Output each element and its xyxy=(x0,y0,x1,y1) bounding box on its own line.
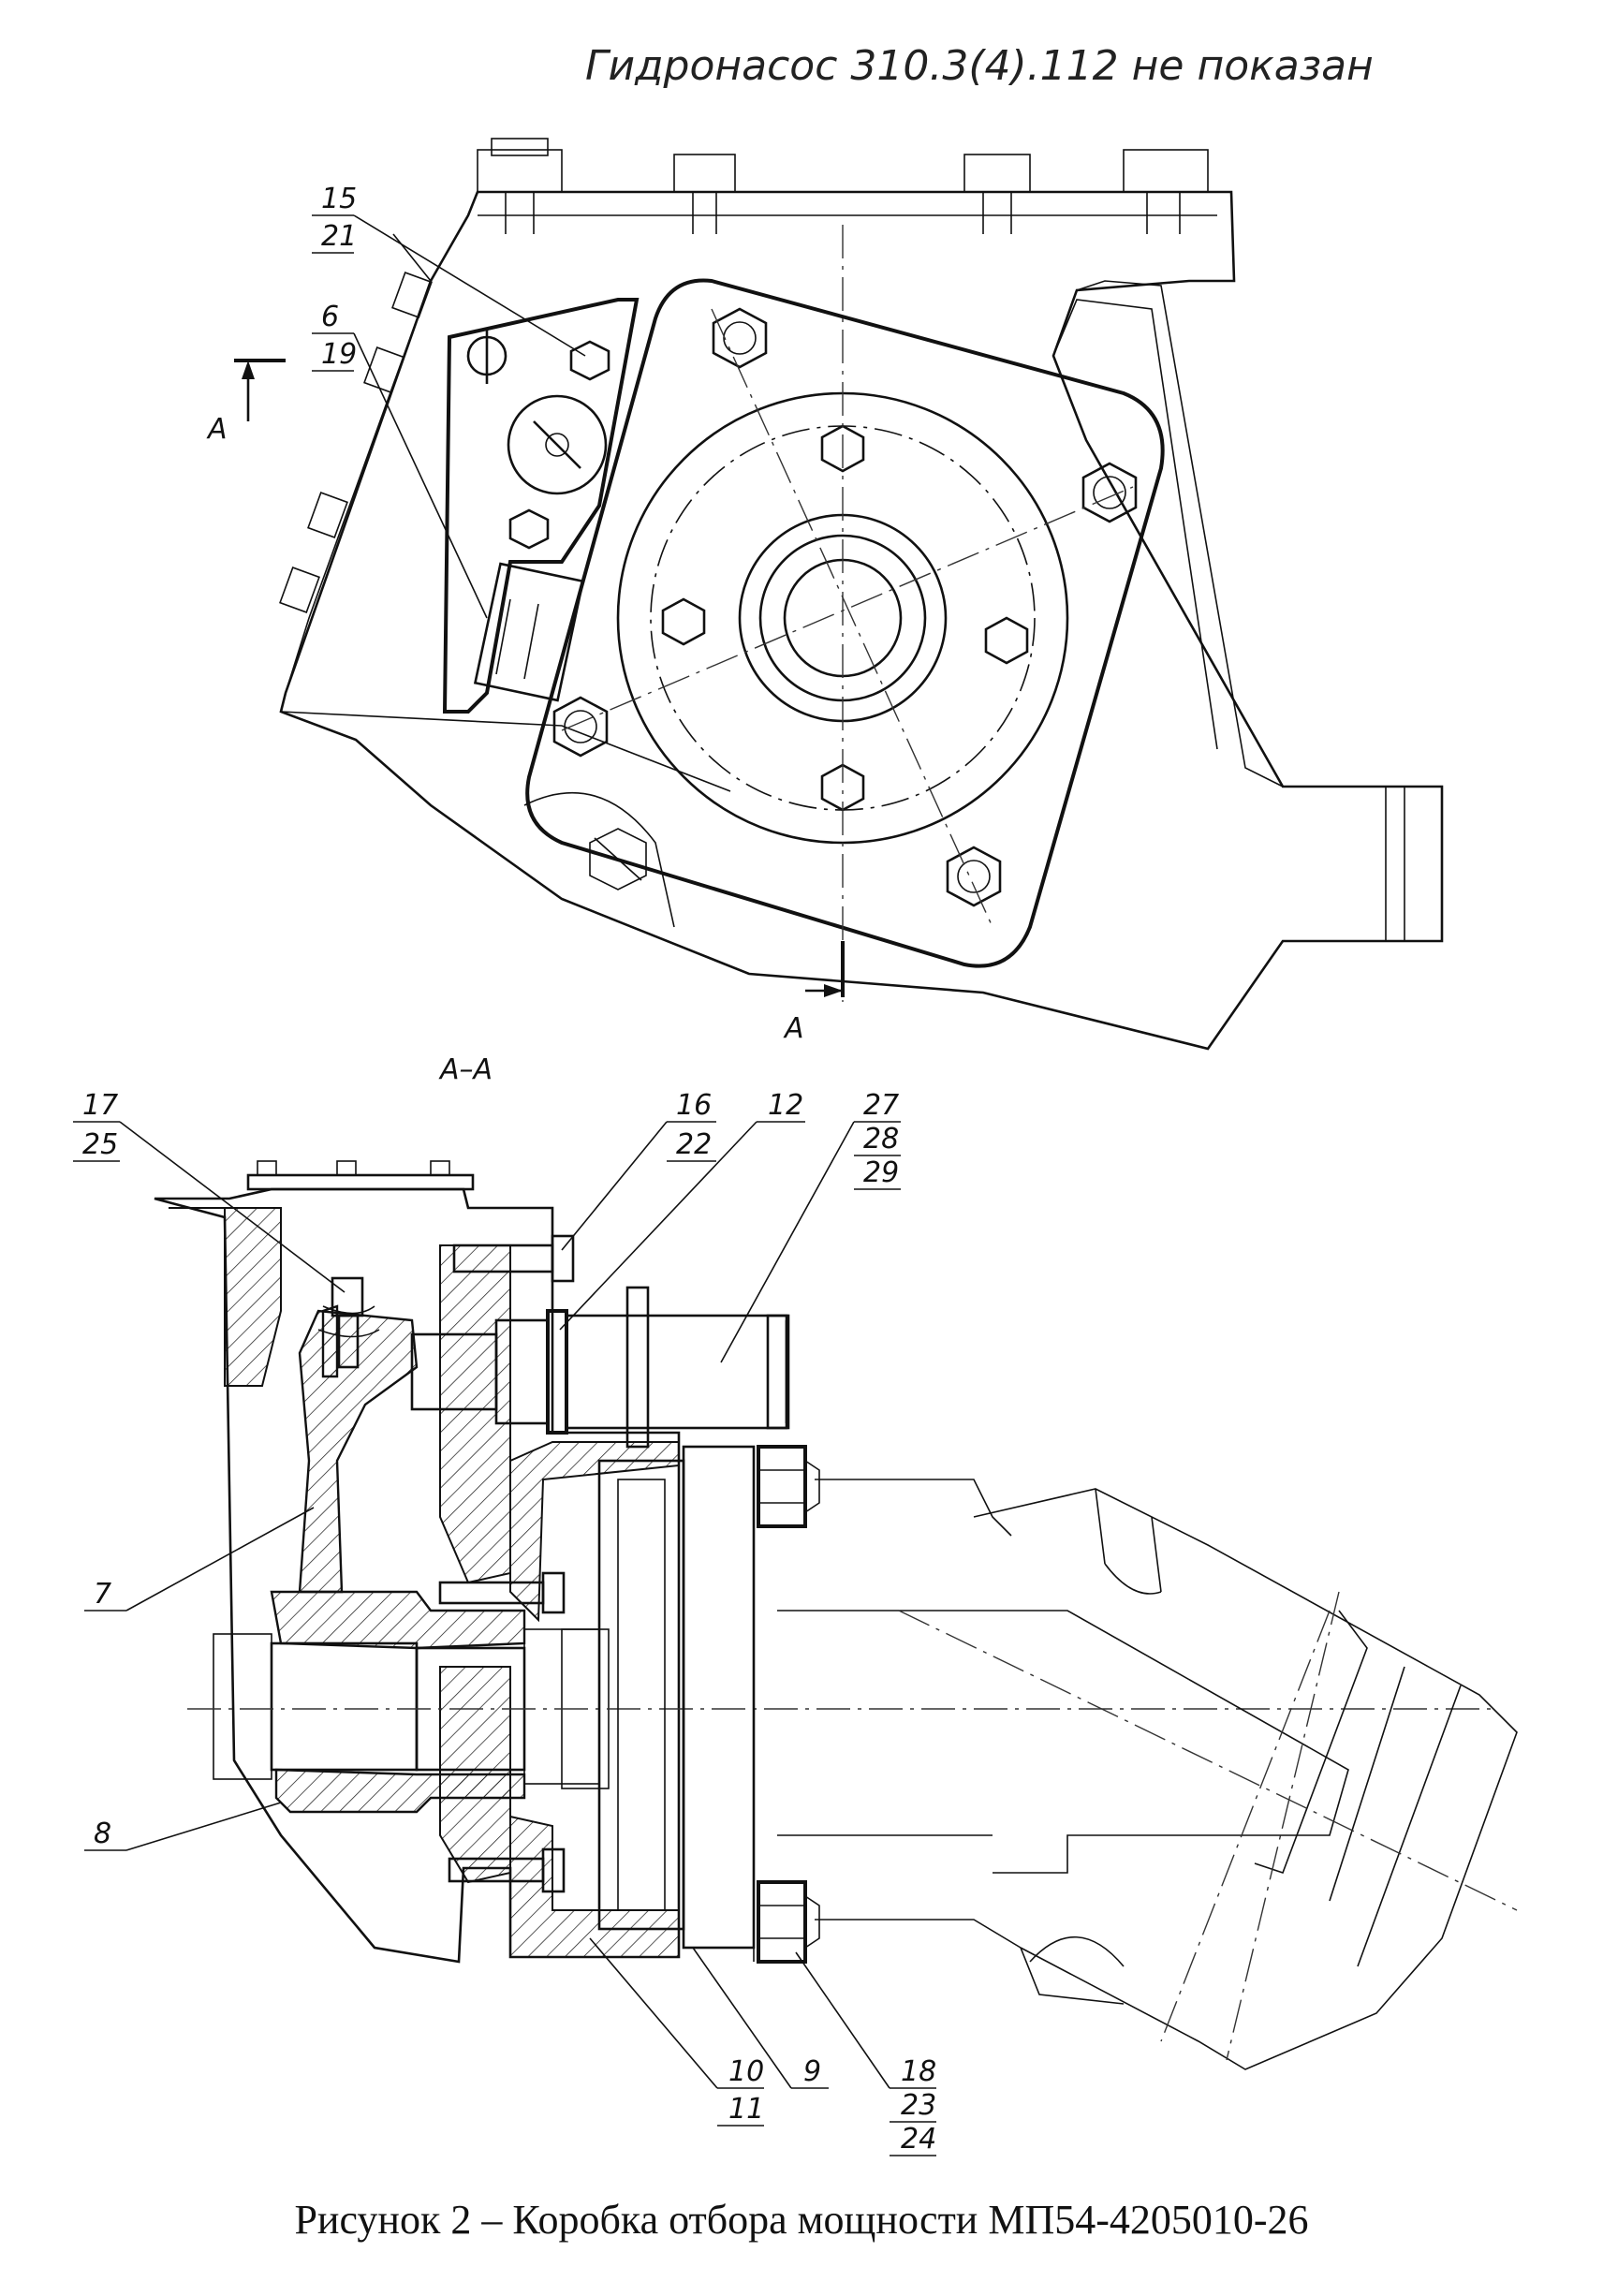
flange-bolt-tr xyxy=(1081,462,1138,523)
section-view: 17 25 16 22 12 27 28 29 7 xyxy=(73,1089,1518,2156)
callout-27-28-29: 27 28 29 xyxy=(720,1089,901,1363)
sensor-pin xyxy=(317,1276,380,1369)
flange-bolt-tl xyxy=(712,307,768,369)
callout-9: 9 xyxy=(692,1947,829,2089)
svg-text:17: 17 xyxy=(82,1089,118,1122)
callout-18-23-24: 18 23 24 xyxy=(795,1951,936,2156)
callout-8: 8 xyxy=(84,1802,282,1851)
pump-not-shown-note: Гидронасос 310.3(4).112 не показан xyxy=(585,42,1374,90)
svg-text:9: 9 xyxy=(803,2055,821,2088)
svg-text:24: 24 xyxy=(901,2123,936,2156)
svg-text:22: 22 xyxy=(676,1128,712,1161)
callout-16-22: 16 22 xyxy=(561,1089,716,1251)
svg-text:6: 6 xyxy=(321,301,339,333)
top-bolt-1 xyxy=(477,138,563,234)
flange-bolt-bl xyxy=(552,696,609,758)
top-view: A A 15 21 6 19 xyxy=(206,138,1444,1051)
section-marker-bottom: A xyxy=(783,941,845,1045)
svg-text:12: 12 xyxy=(768,1089,803,1122)
lower-boss xyxy=(589,828,647,890)
svg-text:25: 25 xyxy=(82,1128,118,1161)
callout-15-21: 15 21 xyxy=(312,183,586,357)
top-bolt-3 xyxy=(963,154,1031,234)
section-title: A–A xyxy=(438,1053,493,1086)
cover-bolts xyxy=(257,1160,450,1176)
svg-text:7: 7 xyxy=(94,1578,111,1611)
svg-text:27: 27 xyxy=(863,1089,899,1122)
svg-text:21: 21 xyxy=(321,220,357,253)
callout-17-25: 17 25 xyxy=(73,1089,346,1293)
svg-text:A: A xyxy=(206,413,228,446)
svg-text:8: 8 xyxy=(94,1818,111,1850)
flange-bolt-br xyxy=(946,846,1002,907)
svg-text:A: A xyxy=(783,1012,804,1045)
top-bolt-4 xyxy=(1123,149,1209,234)
pump-flange xyxy=(525,225,1165,1002)
pump-bolt-upper xyxy=(757,1445,820,1528)
figure-caption: Рисунок 2 – Коробка отбора мощности МП54… xyxy=(294,2197,1309,2243)
svg-text:29: 29 xyxy=(863,1156,899,1189)
top-bolt-2 xyxy=(673,154,736,234)
inner-bolts xyxy=(661,424,1029,812)
svg-text:15: 15 xyxy=(321,183,357,215)
svg-text:19: 19 xyxy=(321,338,357,371)
pump-bolt-lower xyxy=(757,1880,820,1964)
callout-7: 7 xyxy=(84,1507,315,1612)
side-bolts xyxy=(279,272,433,613)
svg-text:16: 16 xyxy=(676,1089,712,1122)
callout-6-19: 6 19 xyxy=(312,301,488,619)
svg-text:18: 18 xyxy=(901,2055,936,2088)
sensor-bracket xyxy=(442,298,640,714)
callout-10-11: 10 11 xyxy=(589,1937,764,2127)
upper-bolt xyxy=(452,1234,575,1283)
svg-text:28: 28 xyxy=(863,1123,899,1155)
svg-text:10: 10 xyxy=(728,2055,764,2088)
pump-outline xyxy=(753,1447,1518,2070)
svg-text:23: 23 xyxy=(901,2089,936,2122)
section-marker-top: A xyxy=(206,359,286,446)
callout-12: 12 xyxy=(559,1089,805,1331)
svg-text:11: 11 xyxy=(728,2093,764,2126)
housing-bolts xyxy=(438,1571,566,1893)
